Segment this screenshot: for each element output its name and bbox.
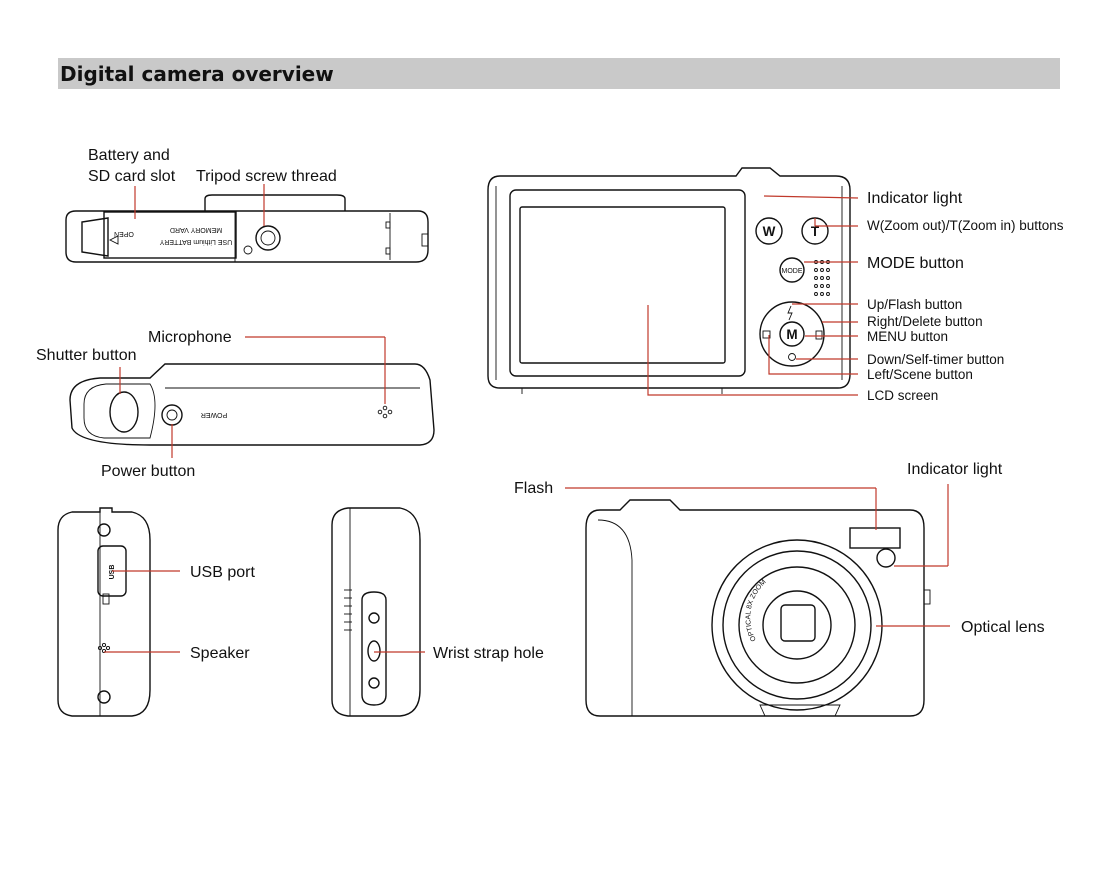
flash-bolt-icon — [787, 305, 793, 321]
trash-icon — [815, 330, 823, 340]
key-mode: MODE — [782, 268, 803, 275]
print-usb: USB — [109, 565, 116, 580]
scene-icon — [762, 330, 771, 339]
camera-right-side-view — [331, 507, 421, 717]
key-t: T — [811, 224, 820, 239]
label-indicator-front: Indicator light — [907, 461, 1003, 478]
label-optical-lens: Optical lens — [961, 619, 1045, 636]
print-use-battery: USE Lithium BATTERY — [159, 238, 232, 245]
page-title: Digital camera overview — [60, 62, 334, 86]
print-memory: MEMORY VARD — [170, 226, 222, 233]
label-battery-line2: SD card slot — [88, 168, 176, 185]
label-usb-port: USB port — [190, 564, 255, 581]
camera-top-view: OPEN MEMORY VARD USE Lithium BATTERY — [65, 194, 429, 263]
label-up: Up/Flash button — [867, 297, 962, 312]
leader-lines — [104, 184, 950, 653]
section-header: Digital camera overview — [58, 58, 1060, 89]
label-lcd: LCD screen — [867, 388, 938, 403]
label-tripod: Tripod screw thread — [196, 168, 337, 185]
label-wrist: Wrist strap hole — [433, 645, 544, 662]
print-open: OPEN — [114, 230, 134, 237]
label-shutter: Shutter button — [36, 347, 137, 364]
camera-front-view: OPTICAL 8X ZOOM — [585, 499, 931, 717]
key-w: W — [763, 224, 776, 239]
key-m: M — [786, 327, 797, 342]
label-menu: MENU button — [867, 329, 948, 344]
label-microphone: Microphone — [148, 329, 232, 346]
print-power: POWER — [201, 411, 227, 418]
speaker-grille-icon — [97, 642, 111, 654]
camera-left-side-view: USB — [57, 507, 151, 717]
label-zoom: W(Zoom out)/T(Zoom in) buttons — [867, 218, 1064, 233]
side-grip-ridges — [344, 589, 352, 631]
label-mode: MODE button — [867, 255, 964, 272]
label-battery-line1: Battery and — [88, 147, 170, 164]
label-power: Power button — [101, 463, 195, 480]
label-indicator-back: Indicator light — [867, 190, 963, 207]
label-right: Right/Delete button — [867, 314, 983, 329]
callout-labels: Battery and SD card slot Tripod screw th… — [36, 147, 1064, 662]
camera-back-view: W T MODE M — [487, 167, 851, 394]
camera-bottom-view: POWER — [69, 363, 435, 446]
label-left: Left/Scene button — [867, 367, 973, 382]
speaker-grille-icon — [377, 405, 393, 419]
label-down: Down/Self-timer button — [867, 352, 1004, 367]
self-timer-icon — [788, 353, 796, 361]
label-speaker: Speaker — [190, 645, 250, 662]
speaker-grille-icon — [814, 260, 830, 296]
label-flash: Flash — [514, 480, 553, 497]
